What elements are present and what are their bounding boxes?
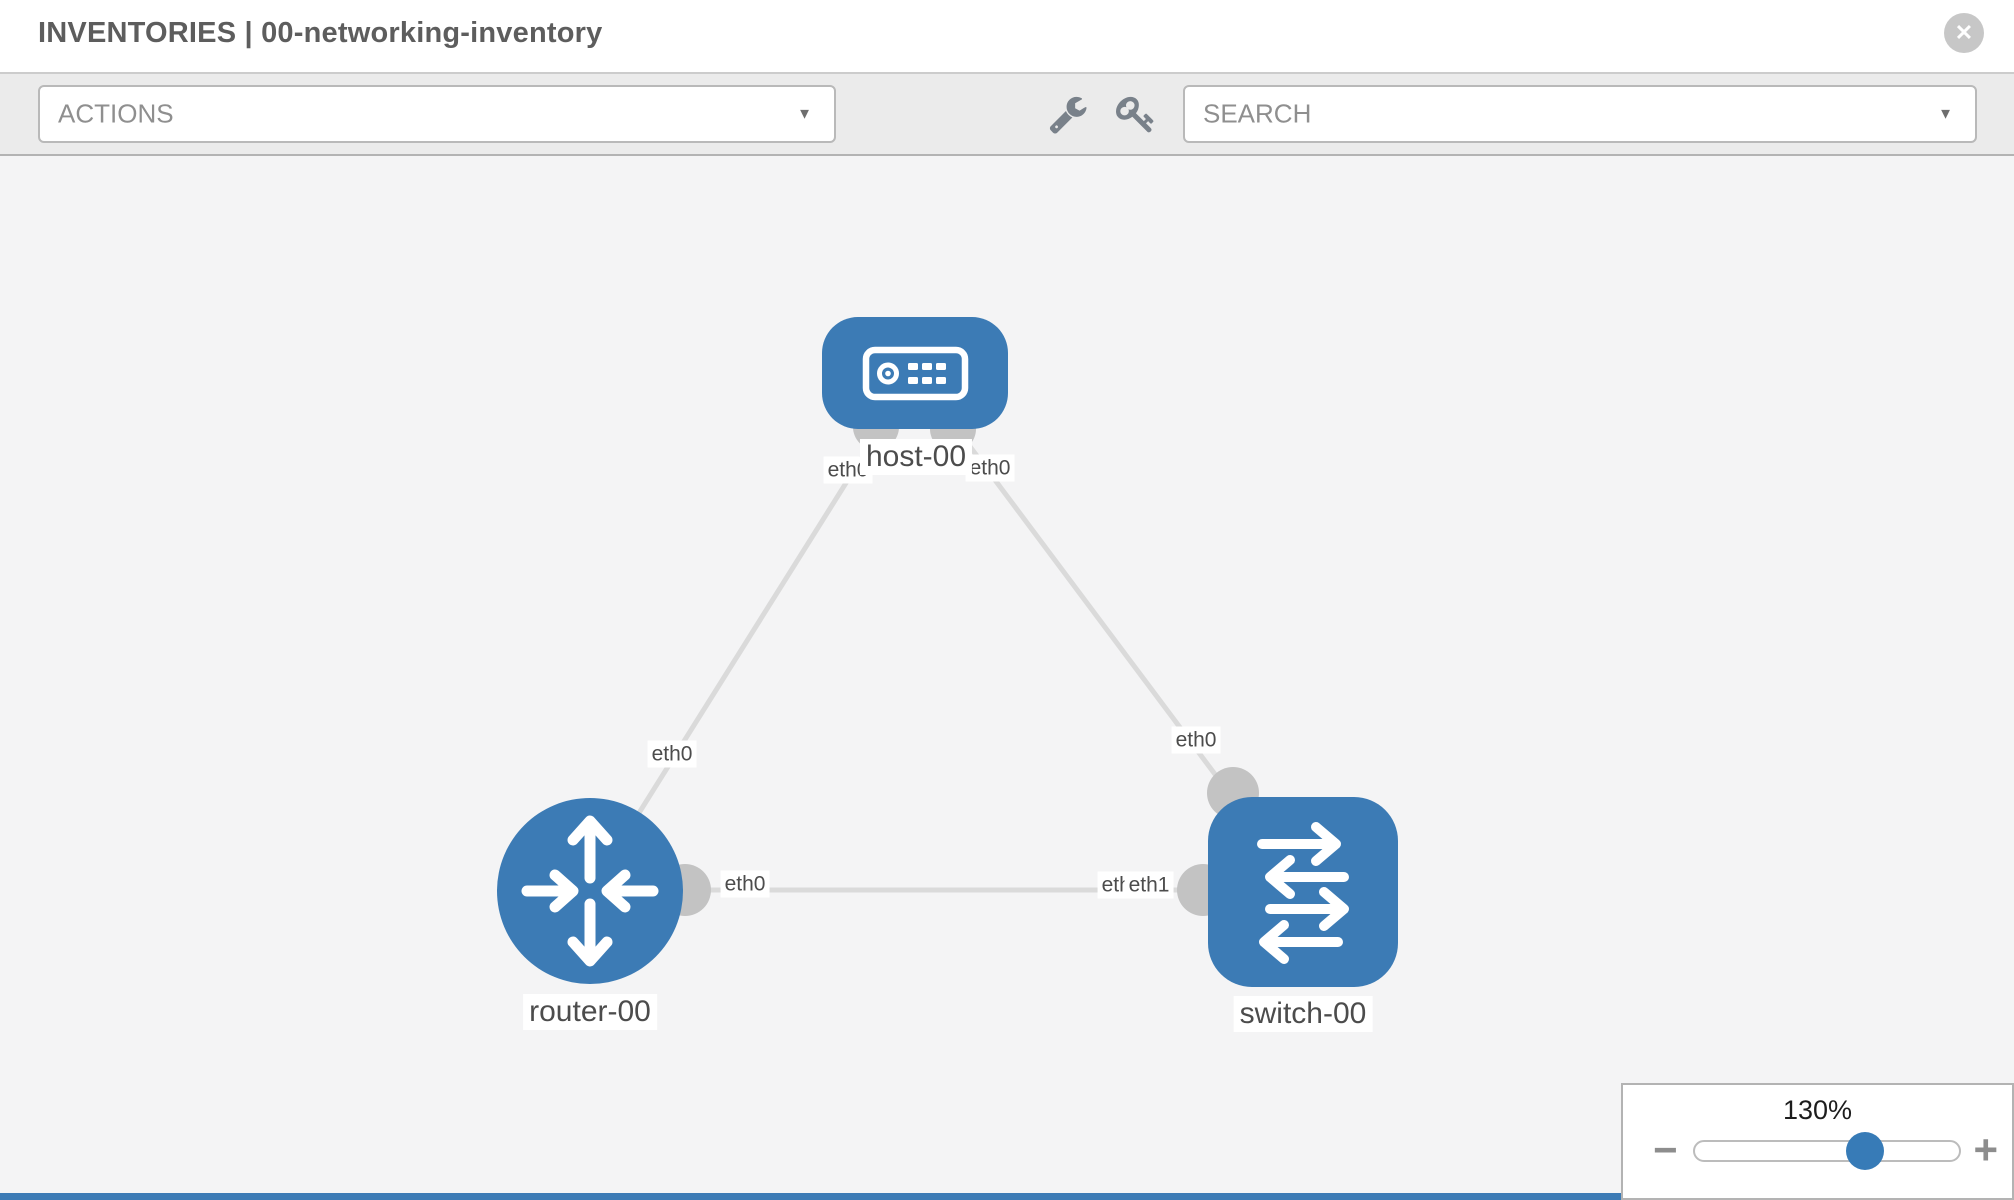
zoom-out-icon[interactable]: − — [1653, 1126, 1678, 1173]
zoom-in-icon[interactable]: + — [1973, 1126, 1998, 1173]
chevron-down-icon: ▼ — [1938, 105, 1953, 123]
search-dropdown[interactable]: SEARCH ▼ — [1183, 85, 1977, 143]
iface-label-host-eth0-right: eth0 — [965, 454, 1015, 482]
page-title: INVENTORIES | 00-networking-inventory — [38, 17, 603, 49]
zoom-controls: − + — [1623, 1126, 2012, 1173]
iface-label-switch-eth1: eth1 — [1124, 871, 1174, 899]
node-router[interactable] — [497, 798, 683, 984]
connector-layer — [659, 404, 1259, 916]
chevron-down-icon: ▼ — [797, 105, 812, 123]
iface-label-router-eth0: eth0 — [720, 870, 770, 898]
node-label-router: router-00 — [523, 994, 657, 1030]
header-bar: INVENTORIES | 00-networking-inventory ✕ — [0, 0, 2014, 74]
node-host[interactable] — [822, 317, 1008, 429]
host-icon — [862, 346, 969, 401]
topology-canvas[interactable]: eth0 eth0 eth0 eth0 eth0 eth0 eth1 host-… — [0, 156, 2014, 1200]
switch-icon — [1257, 822, 1349, 964]
wrench-icon[interactable] — [1048, 94, 1088, 134]
actions-dropdown[interactable]: ACTIONS ▼ — [38, 85, 836, 143]
zoom-slider-thumb[interactable] — [1846, 1132, 1884, 1170]
router-icon — [521, 815, 659, 967]
node-label-host: host-00 — [859, 439, 973, 475]
iface-label-mid-left-eth0: eth0 — [647, 740, 697, 768]
zoom-slider-track[interactable] — [1693, 1132, 1961, 1170]
node-label-switch: switch-00 — [1233, 996, 1373, 1032]
zoom-panel: 130% − + — [1621, 1083, 2014, 1200]
bottom-accent-strip — [0, 1193, 1621, 1200]
actions-dropdown-label: ACTIONS — [58, 98, 174, 129]
toolbar: ACTIONS ▼ SEARCH ▼ — [0, 74, 2014, 156]
zoom-level-value: 130% — [1782, 1095, 1853, 1125]
close-icon[interactable]: ✕ — [1944, 13, 1984, 53]
search-dropdown-label: SEARCH — [1203, 98, 1312, 129]
topology-svg — [497, 317, 1398, 987]
key-icon[interactable] — [1116, 94, 1156, 134]
node-switch[interactable] — [1208, 797, 1398, 987]
iface-label-mid-right-eth0: eth0 — [1171, 726, 1221, 754]
